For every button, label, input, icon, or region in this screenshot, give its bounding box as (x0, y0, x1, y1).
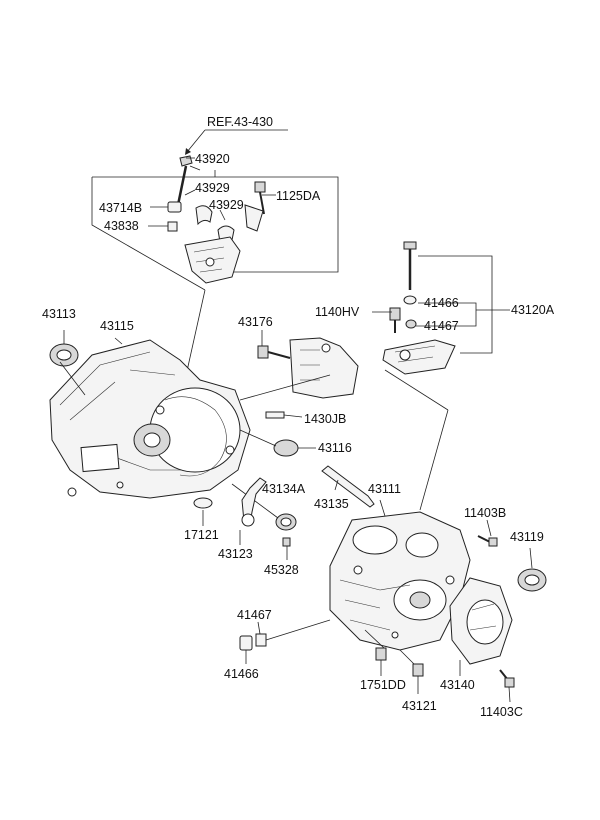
label-43116: 43116 (318, 441, 352, 455)
left-leaders (59, 330, 123, 396)
label-43113: 43113 (42, 307, 76, 321)
label-43929-lower: 43929 (209, 198, 244, 212)
bracket-43838 (167, 221, 178, 232)
label-1430jb: 1430JB (304, 412, 346, 426)
seal-43119 (517, 547, 547, 592)
label-41467-lower: 41467 (237, 608, 272, 622)
label-43134a: 43134A (262, 482, 306, 496)
transmission-case-43111 (329, 499, 471, 651)
bracket-43176 (239, 330, 359, 401)
bolt-11403c (499, 669, 515, 703)
pin-1430jb (265, 411, 303, 419)
label-43135: 43135 (314, 497, 349, 511)
label-11403c: 11403C (480, 705, 523, 719)
label-43838: 43838 (104, 219, 139, 233)
shift-lever-housing (184, 236, 241, 284)
reference-label: REF.43-430 (207, 115, 273, 129)
label-43115: 43115 (100, 319, 134, 333)
bolt-1125da (254, 181, 266, 215)
gasket-17121 (193, 497, 213, 526)
clutch-housing-43115 (49, 339, 251, 499)
bushing-43714b (167, 201, 182, 213)
label-1751dd: 1751DD (360, 678, 406, 692)
bracket-assembly-43120a (382, 241, 456, 375)
label-17121: 17121 (184, 528, 219, 542)
part-labels: 43920 43929 1125DA 43714B 43929 43838 43… (42, 152, 555, 719)
bolt-11403b (477, 519, 498, 547)
label-41467-upper: 41467 (424, 319, 459, 333)
shift-lever-bolt (176, 155, 193, 206)
reference-callout: REF.43-430 (185, 115, 288, 155)
label-43121: 43121 (402, 699, 437, 713)
bracket-leaders (372, 255, 510, 511)
label-41466-lower: 41466 (224, 667, 259, 681)
label-1140hv: 1140HV (315, 305, 360, 319)
cover-43140 (449, 577, 513, 676)
link-arm (244, 204, 264, 232)
label-41466-upper: 41466 (424, 296, 459, 310)
label-43176: 43176 (238, 315, 273, 329)
clip-43929-left (195, 205, 213, 226)
plate-43116 (239, 429, 316, 457)
seal-43134a (231, 483, 297, 531)
label-45328: 45328 (264, 563, 299, 577)
label-43123: 43123 (218, 547, 253, 561)
label-11403b: 11403B (464, 506, 506, 520)
bolt-43121 (399, 649, 424, 694)
seal-43113 (49, 343, 79, 367)
pin-45328 (282, 537, 291, 560)
rod-43135 (321, 465, 375, 508)
plug-1751dd (364, 629, 387, 676)
shift-control-box (91, 165, 339, 291)
label-43120a: 43120A (511, 303, 555, 317)
label-43111: 43111 (368, 482, 401, 496)
label-1125da: 1125DA (276, 189, 321, 203)
lever-43123 (239, 477, 267, 545)
label-43714b: 43714B (99, 201, 142, 215)
label-43119: 43119 (510, 530, 544, 544)
label-43929-upper: 43929 (195, 181, 230, 195)
bushing-41467-41466 (239, 619, 331, 664)
label-43920: 43920 (195, 152, 230, 166)
label-43140: 43140 (440, 678, 475, 692)
top-leaders (148, 157, 276, 381)
